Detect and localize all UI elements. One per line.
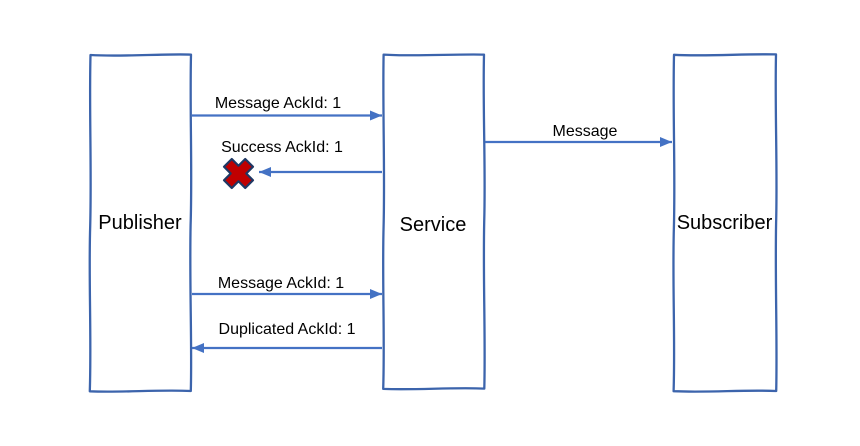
success-ackid-1-label: Success AckId: 1 — [221, 139, 343, 156]
duplicated-ackid-1-label: Duplicated AckId: 1 — [219, 321, 356, 338]
subscriber-box — [672, 53, 778, 393]
service-label: Service — [400, 214, 467, 236]
message-ackid-1-bottom-label: Message AckId: 1 — [218, 275, 344, 292]
message-label: Message — [553, 123, 618, 140]
message-ackid-1-top-label: Message AckId: 1 — [215, 95, 341, 112]
service-box — [381, 53, 486, 391]
publisher-label: Publisher — [98, 212, 182, 234]
publisher-box — [88, 53, 193, 393]
subscriber-label: Subscriber — [677, 212, 773, 234]
red-cross-icon — [222, 157, 255, 190]
